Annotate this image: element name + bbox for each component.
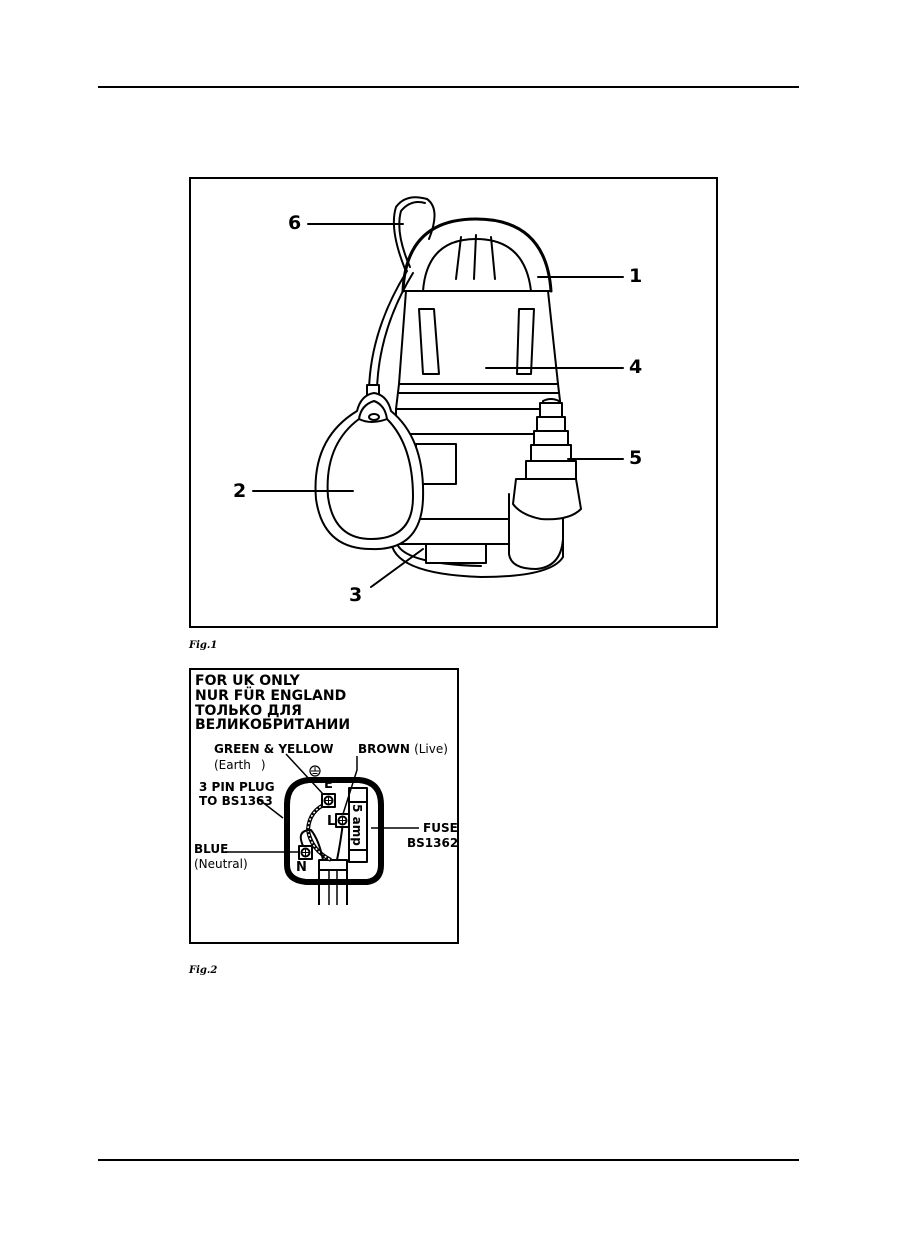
figure-1-frame: 6 1 4 5 2 3	[189, 177, 718, 628]
terminal-e-label: E	[324, 778, 333, 792]
label-green-yellow: GREEN & YELLOW	[214, 742, 334, 756]
label-earth: (Earth)	[214, 758, 266, 772]
callout-4: 4	[629, 358, 642, 377]
callout-1: 1	[629, 267, 642, 286]
label-fuse: FUSE	[423, 821, 458, 835]
callout-3: 3	[349, 586, 362, 605]
callout-6: 6	[288, 214, 301, 233]
label-brown: BROWN (Live)	[358, 742, 448, 756]
fuse-rating-label: 5 amp	[350, 804, 364, 846]
label-bs1362: BS1362	[407, 836, 458, 850]
pump-illustration	[191, 179, 716, 626]
callout-2: 2	[233, 482, 246, 501]
callout-5: 5	[629, 449, 642, 468]
terminal-n-label: N	[296, 861, 307, 875]
bottom-rule	[98, 1159, 799, 1161]
label-neutral: (Neutral)	[194, 857, 248, 871]
figure-1-caption: Fig.1	[189, 640, 217, 651]
top-rule	[98, 86, 799, 88]
figure-2-frame: FOR UK ONLY NUR FÜR ENGLAND ТОЛЬКО ДЛЯ В…	[189, 668, 459, 944]
label-blue: BLUE	[194, 842, 228, 856]
label-3-pin-plug: 3 PIN PLUG	[199, 780, 275, 794]
label-to-bs1363: TO BS1363	[199, 794, 273, 808]
figure-2-caption: Fig.2	[189, 965, 217, 976]
terminal-l-label: L	[327, 815, 335, 829]
